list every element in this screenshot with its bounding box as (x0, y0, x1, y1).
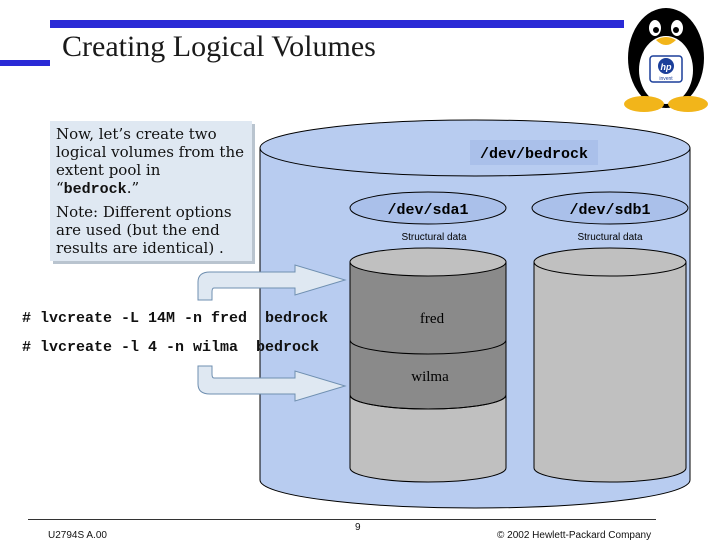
footer-divider (28, 519, 656, 520)
arrow-to-wilma (197, 365, 347, 402)
vg-label-box (470, 140, 598, 165)
vg-label: /dev/bedrock (480, 146, 588, 163)
note-text-end: .” (126, 179, 140, 197)
pv-sdb1-structural-label: Structural data (577, 232, 642, 243)
footer-page-number: 9 (355, 522, 361, 533)
lv-fred-label: fred (420, 311, 445, 327)
page-title: Creating Logical Volumes (62, 30, 376, 63)
footer-copyright: © 2002 Hewlett-Packard Company (497, 530, 652, 541)
pv-sda1-cylinder (349, 191, 507, 483)
pv-sdb1-label: /dev/sdb1 (569, 202, 650, 219)
pv-sdb1-cylinder (531, 191, 689, 483)
note-text: Now, let’s create two logical volumes fr… (56, 125, 244, 197)
command-lvcreate-wilma: # lvcreate -l 4 -n wilma bedrock (22, 339, 320, 356)
title-accent-bar-left (0, 60, 50, 66)
hp-logo-tagline: invent (659, 76, 673, 82)
explanation-note: Now, let’s create two logical volumes fr… (50, 121, 252, 203)
arrow-to-fred (197, 264, 347, 301)
command-lvcreate-fred: # lvcreate -L 14M -n fred bedrock (22, 310, 329, 327)
pv-sda1-structural-label: Structural data (401, 232, 466, 243)
lv-wilma-label: wilma (411, 369, 449, 385)
hp-logo-text: hp (661, 62, 672, 72)
options-note: Note: Different options are used (but th… (50, 199, 252, 261)
title-accent-bar (50, 20, 624, 28)
footer-course-code: U2794S A.00 (48, 530, 107, 541)
pv-sda1-label: /dev/sda1 (387, 202, 468, 219)
lv-fred-segment (349, 261, 507, 410)
note-bold-volume-name: bedrock (63, 181, 127, 198)
tux-penguin-logo: hp invent (624, 8, 708, 112)
